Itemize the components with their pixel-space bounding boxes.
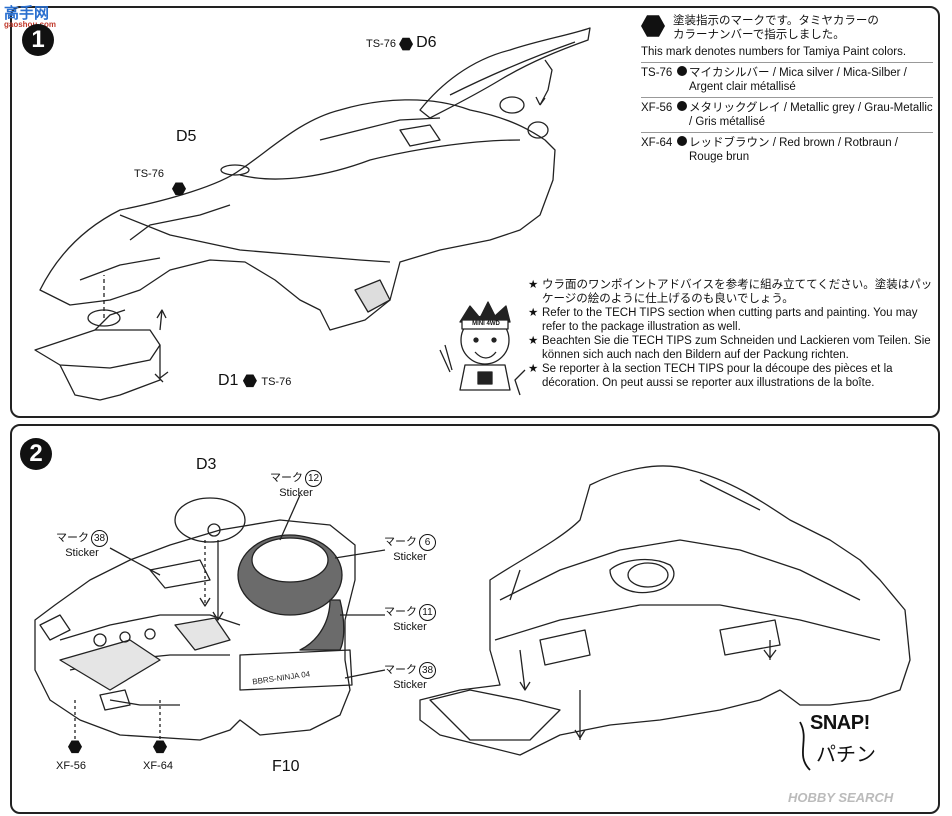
snap-label-en: SNAP! — [810, 712, 870, 734]
tip-fr: ★Se reporter à la section TECH TIPS pour… — [528, 362, 938, 390]
chassis-body — [419, 465, 911, 756]
sticker-en: Sticker — [393, 679, 427, 691]
part-d6-shape — [419, 27, 591, 119]
tip-text: Se reporter à la section TECH TIPS pour … — [542, 363, 893, 389]
star-icon: ★ — [528, 307, 539, 319]
site-watermark-name: 高手网 — [4, 5, 50, 22]
paint-dot-icon — [677, 66, 687, 76]
paint-hex-icon — [399, 37, 414, 51]
d1-paint-code: TS-76 — [261, 376, 292, 388]
step1-badge: 1 — [22, 24, 54, 56]
legend-code: XF-64 — [641, 137, 673, 149]
cockpit-body — [34, 519, 356, 741]
star-icon: ★ — [528, 279, 539, 291]
d1-callout: D1 TS-76 — [218, 372, 291, 390]
legend-en: This mark denotes numbers for Tamiya Pai… — [641, 46, 907, 58]
d6-callout: TS-76 D6 — [366, 34, 437, 52]
sticker-jp: マーク — [384, 536, 417, 548]
d5-paint-code: TS-76 — [134, 168, 164, 180]
svg-text:BBRS-NINJA 04: BBRS-NINJA 04 — [252, 669, 311, 686]
tip-de: ★Beachten Sie die TECH TIPS zum Schneide… — [528, 334, 938, 362]
legend-jp-line1: 塗装指示のマークです。タミヤカラーの — [673, 15, 879, 27]
xf64-hex-icon — [153, 738, 167, 756]
tip-text: Beachten Sie die TECH TIPS zum Schneiden… — [542, 335, 931, 361]
sticker-number: 38 — [91, 530, 108, 547]
body-shell — [39, 99, 556, 331]
paint-legend: 塗装指示のマークです。タミヤカラーの カラーナンバーで指示しました。 This … — [641, 14, 933, 164]
sticker-number: 11 — [419, 604, 436, 621]
xf56-hex-icon — [68, 738, 82, 756]
sticker-en: Sticker — [279, 487, 313, 499]
legend-row-xf56: XF-56 メタリックグレイ / Metallic grey / Grau-Me… — [641, 97, 933, 129]
legend-text: マイカシルバー / Mica silver / Mica-Silber / — [689, 67, 907, 79]
site-watermark-url: gaoshou.com — [4, 20, 57, 29]
paint-dot-icon — [677, 136, 687, 146]
mascot-headband: MINI 4WD — [472, 321, 500, 327]
d5-paint: TS-76 — [134, 168, 164, 180]
legend-text: / Gris métallisé — [689, 116, 766, 128]
step2-badge: 2 — [20, 438, 52, 470]
paint-dot-icon — [677, 101, 687, 111]
d3-part-label: D3 — [196, 456, 217, 473]
tech-tips: ★ウラ面のワンポイントアドバイスを参考に組み立ててください。塗装はパッケージの絵… — [528, 278, 938, 390]
d6-part-label: D6 — [416, 34, 437, 51]
legend-code: XF-56 — [641, 102, 673, 114]
tip-text: Refer to the TECH TIPS section when cutt… — [542, 307, 918, 333]
d5-paint-hex-icon — [172, 180, 186, 198]
legend-row-xf64: XF-64 レッドブラウン / Red brown / Rotbraun / R… — [641, 132, 933, 164]
tip-jp: ★ウラ面のワンポイントアドバイスを参考に組み立ててください。塗装はパッケージの絵… — [528, 278, 938, 306]
sticker-jp: マーク — [56, 532, 89, 544]
site-watermark: 高手网 — [4, 2, 49, 23]
xf56-paint-code: XF-56 — [56, 760, 86, 772]
legend-hex-icon — [641, 14, 665, 38]
d5-part-label: D5 — [176, 128, 197, 145]
sticker-en: Sticker — [65, 547, 99, 559]
sticker-jp: マーク — [270, 472, 303, 484]
sticker-number: 38 — [419, 662, 436, 679]
sticker-jp: マーク — [384, 664, 417, 676]
tip-text: ウラ面のワンポイントアドバイスを参考に組み立ててください。塗装はパッケージの絵の… — [542, 279, 933, 305]
legend-text: Rouge brun — [689, 151, 750, 163]
legend-row-ts76: TS-76 マイカシルバー / Mica silver / Mica-Silbe… — [641, 62, 933, 94]
sticker-number: 6 — [419, 534, 436, 551]
sticker-number: 12 — [305, 470, 322, 487]
sticker-jp: マーク — [384, 606, 417, 618]
f10-part-label: F10 — [272, 758, 300, 775]
legend-text: レッドブラウン / Red brown / Rotbraun / — [689, 137, 898, 149]
part-d1-shape — [34, 329, 161, 369]
step1-panel — [10, 6, 940, 418]
d6-paint-code: TS-76 — [366, 38, 396, 50]
legend-text: Argent clair métallisé — [689, 81, 796, 93]
paint-hex-icon — [242, 374, 257, 388]
hobby-search-watermark: HOBBY SEARCH — [788, 790, 893, 805]
sticker-en: Sticker — [393, 621, 427, 633]
hobby-search-text: HOBBY SEARCH — [788, 790, 894, 805]
star-icon: ★ — [528, 335, 539, 347]
xf64-paint-code: XF-64 — [143, 760, 173, 772]
tip-en: ★Refer to the TECH TIPS section when cut… — [528, 306, 938, 334]
mascot — [439, 301, 526, 396]
star-icon: ★ — [528, 363, 539, 375]
sticker-en: Sticker — [393, 551, 427, 563]
legend-jp-line2: カラーナンバーで指示しました。 — [673, 29, 845, 41]
legend-text: メタリックグレイ / Metallic grey / Grau-Metallic — [689, 102, 933, 114]
snap-label-jp: パチン — [816, 744, 876, 766]
d1-part-label: D1 — [218, 372, 239, 389]
legend-code: TS-76 — [641, 67, 673, 79]
